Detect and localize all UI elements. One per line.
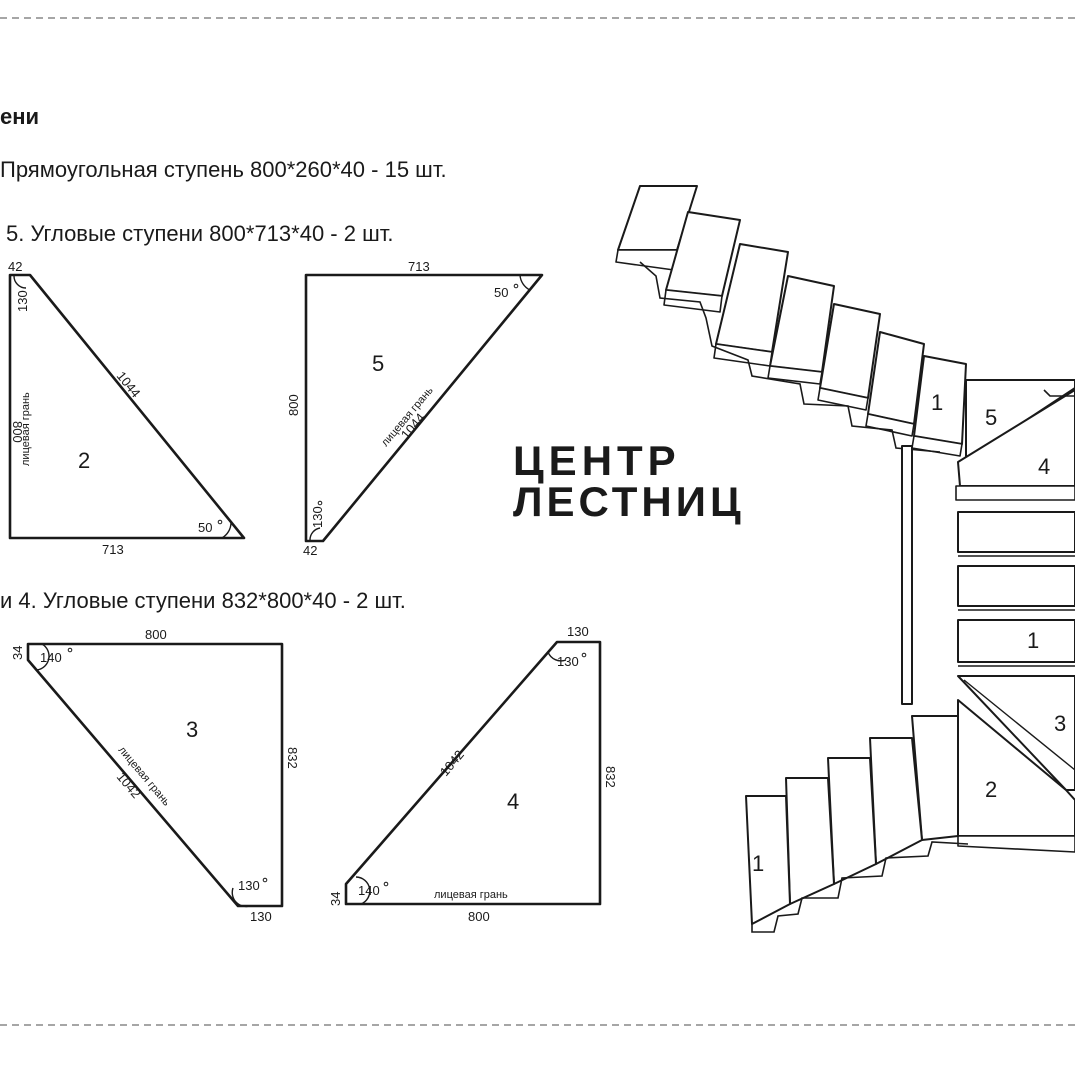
triangle-2-shape xyxy=(8,273,246,540)
stair-step xyxy=(827,757,877,885)
stair-step xyxy=(957,619,1075,663)
winder-3 xyxy=(957,675,1075,791)
triangle-4-degree-mark-bottom xyxy=(383,881,389,887)
triangle-5-corner-arc xyxy=(309,527,321,541)
triangle-5-diagram: 713 50 800 5 лицевая грань 1044 130 42 xyxy=(286,259,544,558)
triangle-3-shape xyxy=(26,642,284,908)
triangle-4-bottom-dim: 800 xyxy=(468,909,490,924)
stair-label-5: 5 xyxy=(985,405,997,430)
triangle-4-face-label: лицевая грань xyxy=(434,889,508,901)
triangle-2-left-dim: 800 xyxy=(10,421,25,443)
triangle-5-number: 5 xyxy=(372,351,384,376)
spec-line-corner-3-4: и 4. Угловые ступени 832*800*40 - 2 шт. xyxy=(0,588,406,613)
stair-label-1-top: 1 xyxy=(931,390,943,415)
triangle-4-angle-bottom: 140 xyxy=(358,883,380,898)
triangle-2-corner-arc xyxy=(13,275,27,289)
stair-label-2: 2 xyxy=(985,777,997,802)
winder-rail xyxy=(1043,389,1075,397)
spec-line-corner-2-5: 5. Угловые ступени 800*713*40 - 2 шт. xyxy=(6,221,393,246)
triangle-4-top-dim: 130 xyxy=(567,624,589,639)
triangle-3-bottom-dim: 130 xyxy=(250,909,272,924)
section-heading: ени xyxy=(0,104,39,129)
upper-stringer xyxy=(639,261,941,453)
lower-winders xyxy=(957,675,1075,853)
stair-step-side xyxy=(817,387,869,411)
stair-step xyxy=(745,795,791,925)
triangle-2-bottom-dim: 713 xyxy=(102,542,124,557)
support-post xyxy=(901,445,913,705)
triangle-4-angle-arc-top xyxy=(547,651,567,662)
triangle-4-corner-dim: 34 xyxy=(328,892,343,906)
triangle-4-diagram: 130 130 1042 4 832 34 140 лицевая грань … xyxy=(328,624,618,924)
triangle-5-bottom-dim: 42 xyxy=(303,543,317,558)
triangle-2-degree-mark xyxy=(217,519,223,525)
stair-label-4: 4 xyxy=(1038,454,1050,479)
triangle-2-angle-arc xyxy=(221,522,232,539)
triangle-3-angle-arc-bottom xyxy=(231,887,251,908)
triangle-5-angle: 50 xyxy=(494,285,508,300)
triangle-2-number: 2 xyxy=(78,448,90,473)
stair-step xyxy=(869,737,923,865)
triangle-3-angle-bottom: 130 xyxy=(238,878,260,893)
stair-step xyxy=(957,511,1075,553)
triangle-2-face-label: лицевая грань xyxy=(20,392,32,466)
triangle-2-diagram: 42 130 1044 800 лицевая грань 2 50 713 xyxy=(8,259,246,557)
upper-winders xyxy=(955,379,1075,501)
lower-flight xyxy=(745,715,969,933)
stair-label-1-middle: 1 xyxy=(1027,628,1039,653)
triangle-3-angle-top: 140 xyxy=(40,650,62,665)
company-logo: ЦЕНТР ЛЕСТНИЦ xyxy=(513,437,745,525)
triangle-3-right-dim: 832 xyxy=(285,747,300,769)
logo-line-2: ЛЕСТНИЦ xyxy=(513,478,745,525)
triangle-3-angle-arc-top xyxy=(36,643,50,671)
spec-line-rectangular: Прямоугольная ступень 800*260*40 - 15 шт… xyxy=(0,157,447,182)
triangle-4-shape xyxy=(344,640,602,906)
triangle-4-right-dim: 832 xyxy=(603,766,618,788)
triangle-3-corner-dim: 34 xyxy=(10,646,25,660)
triangle-3-top-dim: 800 xyxy=(145,627,167,642)
triangle-5-angle-arc xyxy=(519,274,531,291)
lower-stringer xyxy=(751,841,969,933)
stair-drawing: 1 5 4 1 3 2 1 xyxy=(615,185,1075,933)
triangle-4-number: 4 xyxy=(507,789,519,814)
stair-label-3: 3 xyxy=(1054,711,1066,736)
triangle-5-top-dim: 713 xyxy=(408,259,430,274)
stair-label-1-bottom: 1 xyxy=(752,851,764,876)
stair-step-side xyxy=(865,413,915,437)
triangle-3-diagram: 800 34 140 3 лицевая грань 1042 832 130 … xyxy=(10,627,300,924)
logo-line-1: ЦЕНТР xyxy=(513,437,681,484)
stair-step xyxy=(957,565,1075,607)
triangle-2-top-dim: 42 xyxy=(8,259,22,274)
triangle-5-corner-degree-mark xyxy=(317,500,323,506)
triangle-2-angle: 50 xyxy=(198,520,212,535)
triangle-5-degree-mark xyxy=(513,283,519,289)
stair-step xyxy=(785,777,835,905)
triangle-5-shape xyxy=(304,273,544,543)
stair-step-side xyxy=(911,435,963,457)
triangle-5-corner-dim: 130 xyxy=(310,506,325,528)
triangle-3-degree-mark-bottom xyxy=(262,877,268,883)
upper-flight xyxy=(615,185,967,457)
triangle-4-angle-arc-bottom xyxy=(355,876,371,905)
triangle-2-corner-dim: 130 xyxy=(15,290,30,312)
triangle-4-degree-mark-top xyxy=(581,652,587,658)
triangle-4-angle-top: 130 xyxy=(557,654,579,669)
middle-flight xyxy=(957,511,1075,667)
winder-3-edge xyxy=(963,679,1075,771)
winder-4-edge xyxy=(955,485,1075,501)
winder-2-edge xyxy=(957,835,1075,853)
triangle-3-number: 3 xyxy=(186,717,198,742)
winder-4 xyxy=(957,389,1075,487)
triangle-5-left-dim: 800 xyxy=(286,394,301,416)
triangle-3-degree-mark-top xyxy=(67,647,73,653)
